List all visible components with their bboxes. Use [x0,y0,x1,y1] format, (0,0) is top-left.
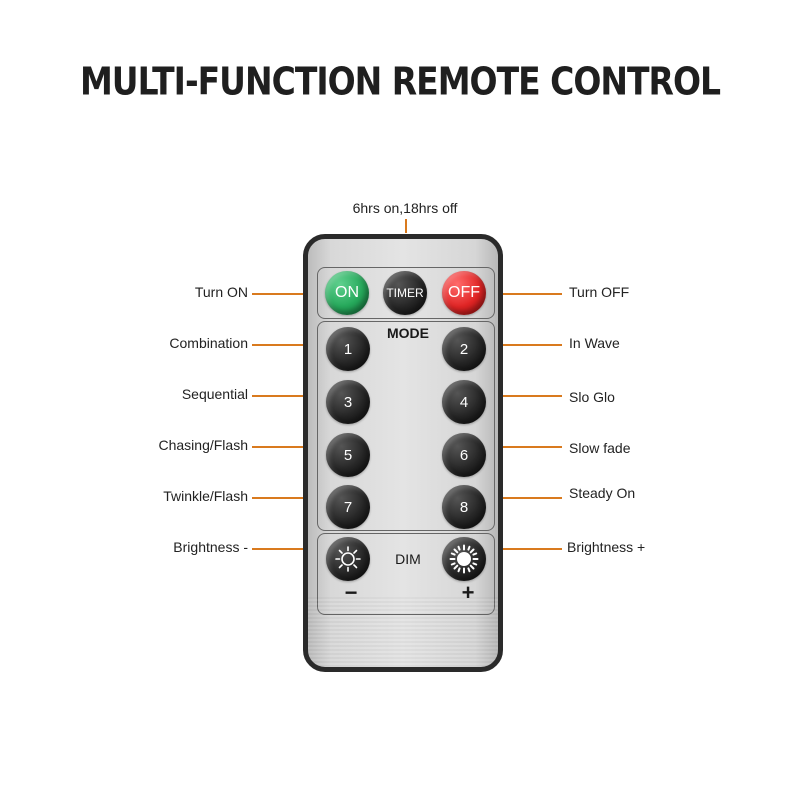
timer-note: 6hrs on,18hrs off [352,200,458,216]
label-brightness-down: Brightness - [173,539,248,555]
off-button[interactable]: OFF [442,271,486,315]
label-in-wave: In Wave [569,335,620,351]
label-steady-on: Steady On [569,485,636,501]
mode-5-button[interactable]: 5 [326,433,370,477]
timer-pointer-line [405,219,407,233]
on-button[interactable]: ON [325,271,369,315]
pointer-line [252,497,327,499]
pointer-line [485,293,562,295]
pointer-line [252,446,327,448]
label-sequential: Sequential [181,386,248,402]
sun-filled-icon [449,544,479,574]
remote-control: ON TIMER OFF MODE 1 2 3 4 5 6 7 8 DIM [303,234,503,672]
mode-7-button[interactable]: 7 [326,485,370,529]
power-panel [317,267,495,319]
label-turn-off: Turn OFF [569,284,630,300]
mode-1-button[interactable]: 1 [326,327,370,371]
label-slow-fade: Slow fade [569,440,631,456]
mode-8-button[interactable]: 8 [442,485,486,529]
label-combination: Combination [169,335,248,351]
pointer-line [485,548,562,550]
dim-label: DIM [395,551,421,567]
pointer-line [485,446,562,448]
sun-outline-icon [335,546,361,572]
mode-3-button[interactable]: 3 [326,380,370,424]
page-title: MULTI-FUNCTION REMOTE CONTROL [79,59,721,104]
pointer-line [485,395,562,397]
pointer-line [252,344,327,346]
label-turn-on: Turn ON [194,284,248,300]
pointer-line [485,344,562,346]
label-slo-glo: Slo Glo [569,389,615,405]
mode-4-button[interactable]: 4 [442,380,486,424]
pointer-line [485,497,562,499]
mode-6-button[interactable]: 6 [442,433,486,477]
mode-panel [317,321,495,531]
label-brightness-up: Brightness + [567,539,646,555]
dim-plus-sign: + [461,580,475,605]
pointer-line [252,293,327,295]
timer-button[interactable]: TIMER [383,271,427,315]
pointer-line [252,395,327,397]
mode-2-button[interactable]: 2 [442,327,486,371]
label-twinkle-flash: Twinkle/Flash [163,488,248,504]
label-chasing-flash: Chasing/Flash [158,437,249,453]
mode-label: MODE [387,325,429,341]
brightness-up-button[interactable] [442,537,486,581]
pointer-line [252,548,327,550]
dim-minus-sign: − [344,580,358,605]
brightness-down-button[interactable] [326,537,370,581]
